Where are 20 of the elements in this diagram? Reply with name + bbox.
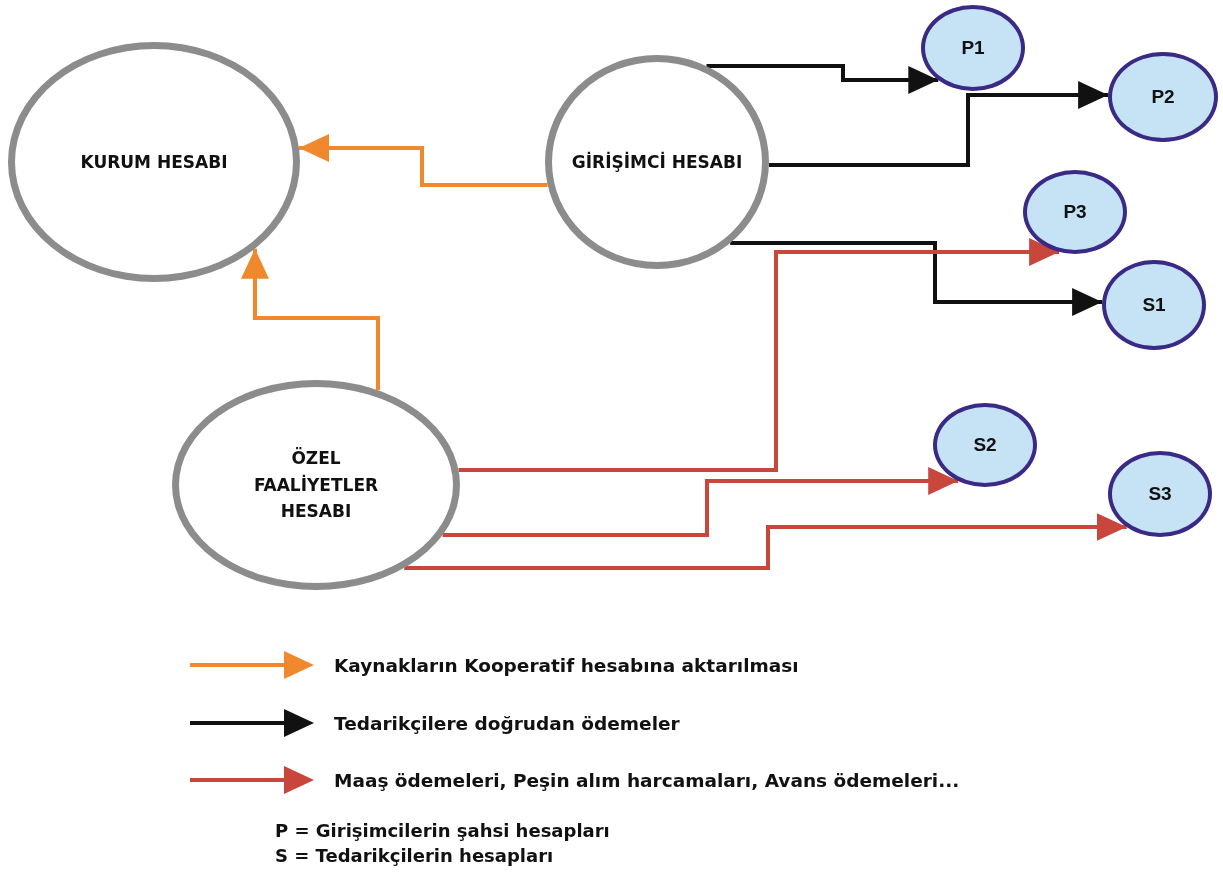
note-text: P = Girişimcilerin şahsi hesapları	[275, 820, 610, 841]
node-label: S2	[973, 433, 997, 458]
node-label: P1	[961, 36, 985, 61]
arrow	[458, 238, 1060, 472]
node-label: P3	[1063, 200, 1087, 225]
arrow	[299, 134, 548, 187]
arrow	[706, 64, 939, 94]
node-label: ÖZEL FAALİYETLER HESABI	[252, 446, 380, 524]
node-label: S1	[1142, 293, 1166, 318]
legend-text: Maaş ödemeleri, Peşin alım harcamaları, Avans ödemeleri...	[334, 769, 960, 791]
node-label: S3	[1148, 482, 1172, 507]
arrow	[730, 241, 1103, 316]
legend-text: Kaynakların Kooperatif hesabına aktarılması	[334, 654, 799, 676]
note-text: S = Tedarikçilerin hesapları	[275, 845, 554, 866]
node-label: KURUM HESABI	[80, 150, 228, 174]
arrow	[769, 81, 1109, 167]
node-label: GİRİŞİMCİ HESABI	[571, 150, 743, 174]
arrow	[404, 513, 1127, 570]
legend-text: Tedarikçilere doğrudan ödemeler	[334, 712, 680, 734]
node-label: P2	[1151, 85, 1175, 110]
